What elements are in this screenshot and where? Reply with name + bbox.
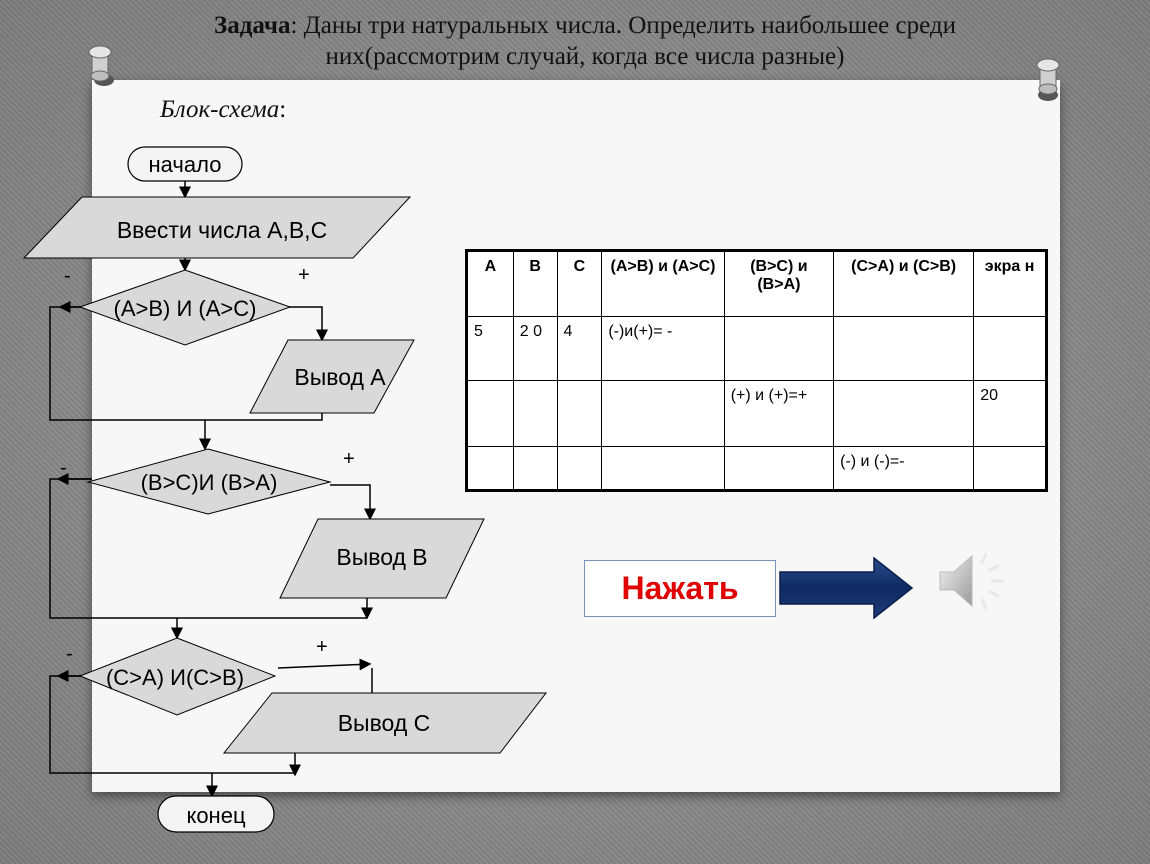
table-header-cell: экра н [973, 250, 1047, 317]
flowchart-subtitle: Блок-схема: [160, 96, 286, 124]
table-header-cell: С [556, 250, 603, 317]
table-cell [512, 446, 558, 491]
task-text: : Даны три натуральных числа. Определить… [290, 12, 956, 39]
pin-left-icon [88, 45, 114, 86]
cond1-plus-label: + [298, 264, 310, 286]
table-cell [833, 316, 975, 381]
table-row: (-) и (-)=- [466, 446, 1047, 491]
task-label: Задача [214, 12, 291, 39]
output-a-block [249, 339, 415, 414]
table-cell: (-) и (-)=- [833, 446, 975, 491]
table-cell [556, 380, 603, 447]
end-text: конец [186, 803, 245, 828]
condition3-text: (С>А) И(С>В) [106, 665, 244, 690]
table-header-cell: В [512, 250, 558, 317]
table-cell: 5 [466, 316, 514, 381]
table-cell: (-)и(+)= - [601, 316, 725, 381]
right-arrow-icon[interactable] [778, 556, 914, 620]
table-cell: 2 0 [512, 316, 558, 381]
table-cell [601, 446, 725, 491]
table-header-cell: (С>А) и (С>В) [833, 250, 975, 317]
table-cell [556, 446, 603, 491]
cond2-minus-label: - [60, 457, 67, 479]
table-header-cell: (В>С) и (В>А) [723, 250, 835, 317]
output-b-block [279, 518, 485, 599]
condition1-diamond [78, 269, 292, 346]
table-cell [973, 446, 1047, 491]
table-header-row: А В С (А>В) и (А>С) (В>С) и (В>А) (С>А) … [466, 250, 1047, 317]
trace-table: А В С (А>В) и (А>С) (В>С) и (В>А) (С>А) … [465, 249, 1048, 492]
table-cell [973, 316, 1047, 381]
table-header-cell: А [466, 250, 514, 317]
output-a-text: Вывод А [294, 364, 386, 390]
pin-right-icon [1036, 58, 1060, 101]
condition2-text: (В>С)И (В>А) [141, 470, 278, 495]
table-cell [466, 380, 514, 447]
table-cell: (+) и (+)=+ [723, 380, 835, 447]
condition1-text: (А>В) И (А>С) [114, 296, 257, 321]
start-terminator [127, 146, 243, 182]
output-c-text: Вывод С [338, 710, 431, 736]
condition2-diamond [86, 448, 332, 515]
table-row: (+) и (+)=+ 20 [466, 380, 1047, 447]
subtitle-label: Блок-схема [160, 96, 280, 123]
task-title: Задача: Даны три натуральных числа. Опре… [140, 10, 1030, 72]
press-button[interactable]: Нажать [584, 560, 776, 617]
cond3-minus-label: - [66, 643, 73, 665]
table-cell [723, 446, 835, 491]
task-text-line2: них(рассмотрим случай, когда все числа р… [325, 43, 845, 70]
output-b-text: Вывод В [336, 544, 427, 570]
cond1-minus-label: - [64, 265, 71, 287]
end-terminator [157, 795, 275, 833]
table-cell [512, 380, 558, 447]
table-cell: 20 [973, 380, 1047, 447]
cond2-plus-label: + [343, 448, 355, 470]
table-cell: 4 [556, 316, 603, 381]
table-cell [601, 380, 725, 447]
cond3-plus-label: + [316, 636, 328, 658]
table-header-cell: (А>В) и (А>С) [601, 250, 725, 317]
speaker-icon[interactable] [936, 548, 1012, 614]
input-block [22, 196, 412, 259]
start-text: начало [149, 152, 222, 177]
table-cell [723, 316, 835, 381]
table-row: 5 2 0 4 (-)и(+)= - [466, 316, 1047, 381]
condition3-diamond [78, 637, 277, 716]
subtitle-colon: : [279, 96, 287, 123]
input-text: Ввести числа А,В,С [117, 217, 327, 243]
table-cell [833, 380, 975, 447]
table-cell [466, 446, 514, 491]
output-c-block [222, 692, 548, 754]
